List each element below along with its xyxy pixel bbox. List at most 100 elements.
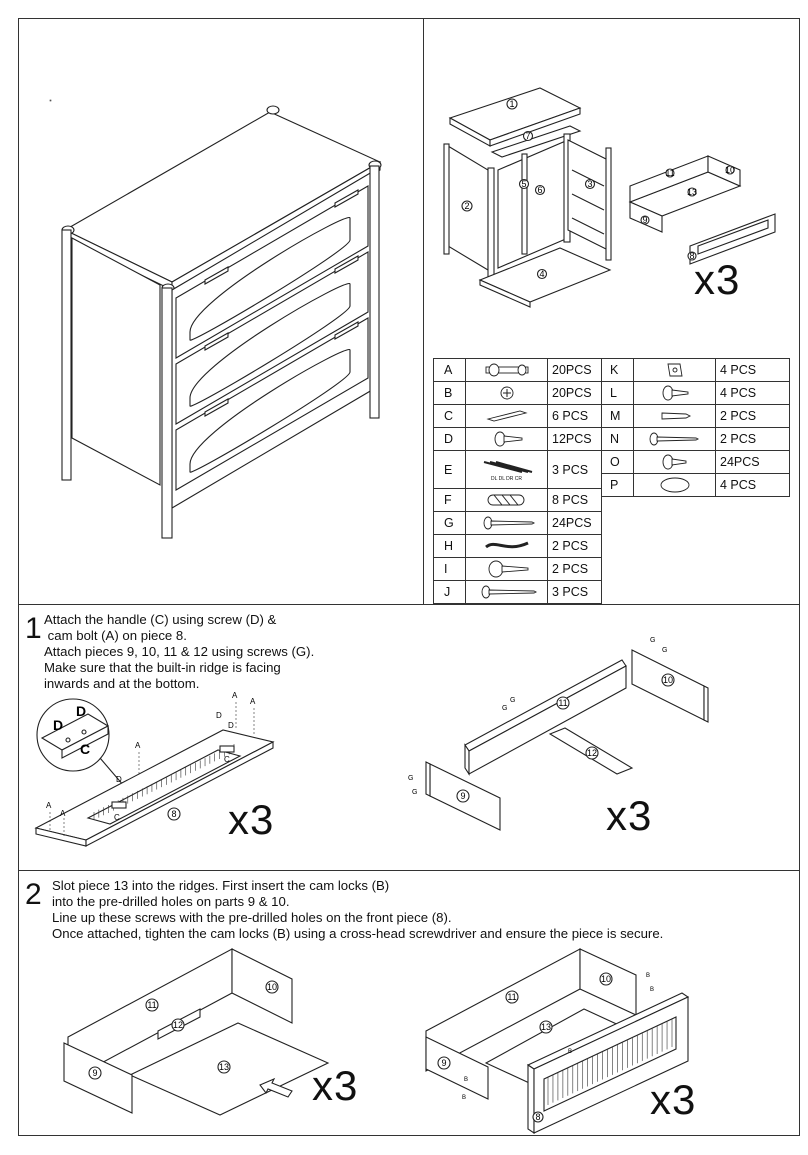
parts-row-d: D 12PCS [433,427,602,451]
step1-handle-diagram: D D C C C D D D A A A A A 8 [34,691,275,847]
callout-10-top: 10 [725,165,735,175]
step2-quantity-left: x3 [312,1062,359,1109]
part-letter: H [433,534,466,558]
callout-5: 5 [521,179,526,189]
part-letter: J [433,580,466,604]
callout-8-step2: 8 [535,1112,540,1122]
parts-row-g: G 24PCS [433,511,602,535]
callout-13-step2b: 13 [541,1022,551,1032]
wall-plug-icon [638,407,711,425]
callout-8-top: 8 [689,251,694,261]
parts-row-b: B 20PCS [433,381,602,405]
step2-line1: Slot piece 13 into the ridges. First ins… [52,878,390,893]
screw-label-g4: G [408,775,413,782]
part-quantity: 2 PCS [547,534,602,558]
long-screw-icon [470,514,543,532]
part-quantity: 20PCS [547,381,602,405]
part-quantity: 3 PCS [547,580,602,604]
allen-key-labels: DL DL DR CR [490,475,523,482]
part-quantity: 24PCS [547,511,602,535]
detail-label-d1: D [53,717,63,733]
callout-11-top: 11 [665,168,674,178]
insert-arrow-icon [259,1077,293,1098]
callout-10-step1: 10 [663,675,673,685]
screw-label-g2: G [650,637,655,644]
part-image-cell [465,534,548,558]
step1-line1: Attach the handle (C) using screw (D) & [44,612,277,627]
part-image-cell [633,381,716,405]
medium-screw-icon [638,430,711,448]
part-image-cell [633,450,716,474]
callout-12-step2: 12 [173,1020,183,1030]
callout-4: 4 [539,269,544,279]
part-quantity: 2 PCS [715,427,790,451]
step2-quantity-right: x3 [650,1076,697,1123]
part-letter: N [601,427,634,451]
detail-label-d2: D [76,703,86,719]
part-letter: G [433,511,466,535]
handle-label-c2: C [224,755,230,764]
parts-row-e: E DL DL DR CR 3 PCS [433,450,602,489]
part-letter: I [433,557,466,581]
step1-line4: Make sure that the built-in ridge is fac… [44,660,281,675]
callout-9-step2: 9 [92,1068,97,1078]
parts-row-j: J 3 PCS [433,580,602,604]
screw-label-g1: G [510,697,515,704]
divider-step2 [18,870,800,871]
part-quantity: 12PCS [547,427,602,451]
step2-line3: Line up these screws with the pre-drille… [52,910,452,925]
bolt-label-a4: A [232,691,238,700]
part-letter: B [433,381,466,405]
callout-6: 6 [537,185,542,195]
part-letter: F [433,488,466,512]
callout-10-step2b: 10 [601,974,611,984]
detail-label-c: C [80,741,90,757]
step1-quantity-left: x3 [228,796,275,843]
part-image-cell [633,404,716,428]
part-letter: C [433,404,466,428]
callout-9-step1: 9 [460,791,465,801]
callout-12-step1: 12 [587,748,597,758]
part-quantity: 3 PCS [547,450,602,489]
part-image-cell [633,427,716,451]
part-image-cell: DL DL DR CR [465,450,548,489]
part-image-cell [465,427,548,451]
part-image-cell [465,404,548,428]
part-letter: D [433,427,466,451]
step2-number: 2 [25,878,42,911]
part-letter: E [433,450,466,489]
part-image-cell [465,557,548,581]
step2-slot-diagram: 11 10 13 12 9 [63,948,330,1116]
callout-11-step1: 11 [558,698,567,708]
divider-step1 [18,604,800,605]
callout-13-top: 13 [687,187,697,197]
step1-line2: cam bolt (A) on piece 8. [44,628,187,643]
short-screw-icon [470,430,543,448]
screw-label-g3: G [662,647,667,654]
part-image-cell [633,473,716,497]
bolt-label-a2: A [60,809,66,818]
screw-label-g6: G [502,705,507,712]
felt-pad-icon [638,476,711,494]
part-letter: O [601,450,634,474]
part-quantity: 2 PCS [715,404,790,428]
parts-row-n: N 2 PCS [601,427,790,451]
cam-lock-label-b4: B [650,987,654,993]
divider-vertical [423,18,424,604]
part-letter: L [601,381,634,405]
part-quantity: 4 PCS [715,473,790,497]
part-image-cell [465,511,548,535]
callout-1: 1 [509,99,514,109]
exploded-parts-diagram: 1 7 2 5 6 3 4 11 10 13 9 8 [443,87,776,308]
step2-front-attach-diagram: 11 10 13 9 8 B B B B B [425,948,690,1135]
step2-line4: Once attached, tighten the cam locks (B)… [52,926,664,941]
callout-11-step2: 11 [147,1000,156,1010]
